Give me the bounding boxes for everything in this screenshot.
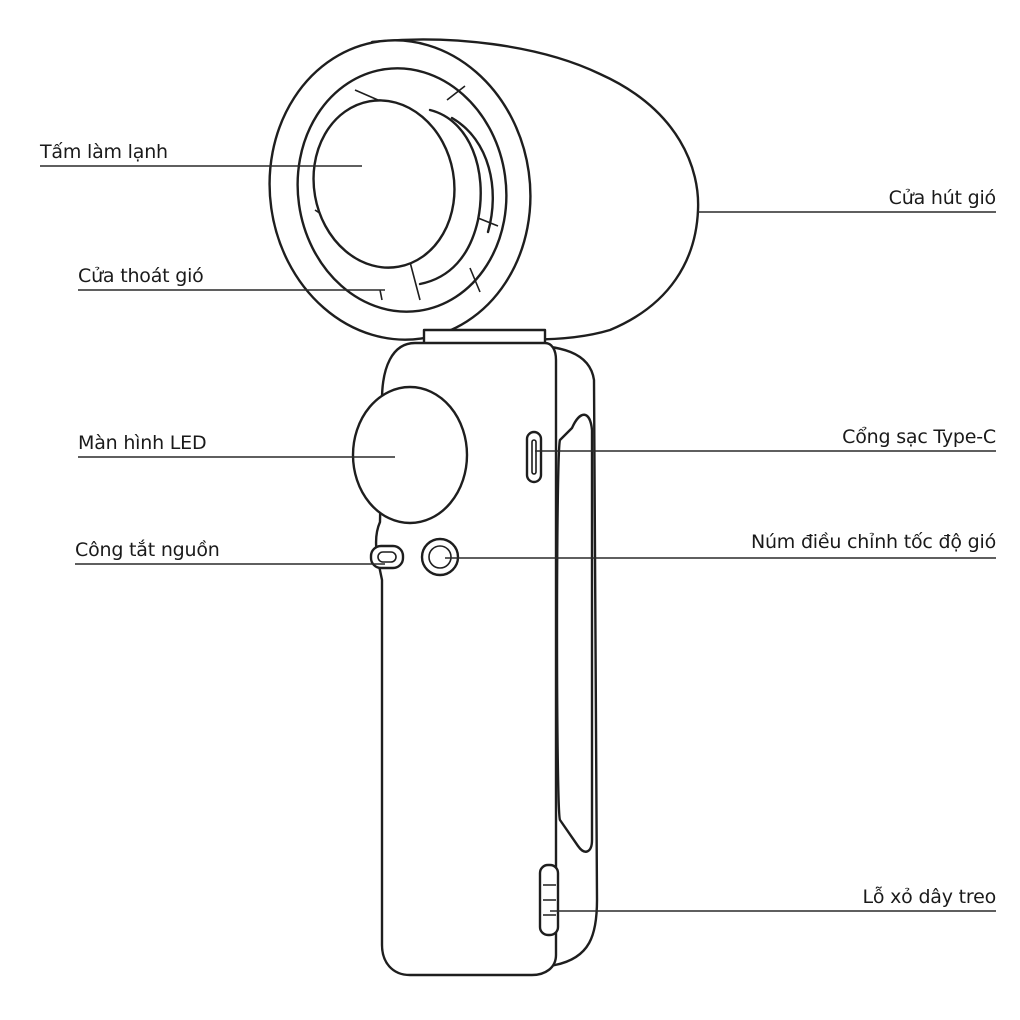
label-charging-port: Cổng sạc Type-C xyxy=(842,426,996,448)
label-cooling-plate: Tấm làm lạnh xyxy=(40,141,168,163)
label-power-switch: Công tắt nguồn xyxy=(75,539,220,561)
label-led-screen: Màn hình LED xyxy=(78,432,207,454)
cooling-plate-depth xyxy=(418,108,482,286)
power-switch xyxy=(369,544,405,570)
type-c-port xyxy=(525,430,543,484)
label-speed-knob: Núm điều chỉnh tốc độ gió xyxy=(750,531,996,553)
label-air-outlet: Cửa thoát gió xyxy=(78,265,204,287)
fan-head xyxy=(268,38,700,341)
label-air-inlet: Cửa hút gió xyxy=(888,187,997,209)
leader-lines xyxy=(40,165,996,912)
cooling-plate xyxy=(312,99,456,269)
led-screen xyxy=(351,385,469,525)
label-lanyard-hole: Lỗ xỏ dây treo xyxy=(862,886,996,908)
inner-rim xyxy=(296,67,508,313)
handle-grip-groove xyxy=(555,413,594,853)
speed-knob xyxy=(420,537,460,577)
